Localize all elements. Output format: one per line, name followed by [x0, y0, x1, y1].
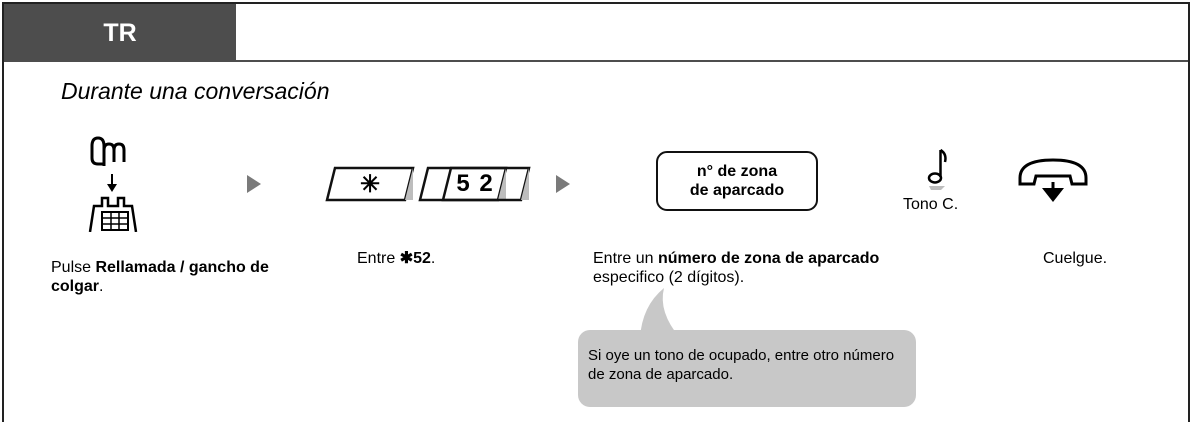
hookswitch-press-icon [88, 136, 138, 232]
hang-up-handset-icon [1018, 158, 1088, 202]
tab-header: TR [4, 4, 236, 62]
step3-label: Entre un número de zona de aparcado espe… [593, 250, 880, 286]
key-2-real: 2 [441, 166, 531, 202]
tone-label: Tono C. [903, 196, 959, 213]
tab-label: TR [103, 18, 137, 47]
page-subtitle: Durante una conversación [61, 78, 330, 104]
bubble-tail [640, 288, 680, 338]
header-rule [236, 60, 1188, 62]
key-2-label: 2 [479, 170, 493, 197]
step2-label: Entre ✱52. [357, 250, 436, 267]
key-star-label: ✳ [359, 170, 381, 198]
step-arrow-1 [247, 175, 261, 193]
zone-box-line2: de aparcado [689, 182, 785, 199]
park-zone-number-box: n° de zona de aparcado [656, 151, 818, 211]
step4-label: Cuelgue. [1043, 250, 1108, 267]
key-star: ✳ [325, 166, 415, 202]
step1-label: Pulse Rellamada / gancho de colgar. [51, 259, 269, 295]
music-note-icon [927, 148, 947, 190]
tip-bubble: Si oye un tono de ocupado, entre otro nú… [578, 330, 916, 407]
zone-box-line1: n° de zona [696, 163, 778, 180]
step-arrow-2 [556, 175, 570, 193]
key-5-label: 5 [456, 170, 470, 197]
